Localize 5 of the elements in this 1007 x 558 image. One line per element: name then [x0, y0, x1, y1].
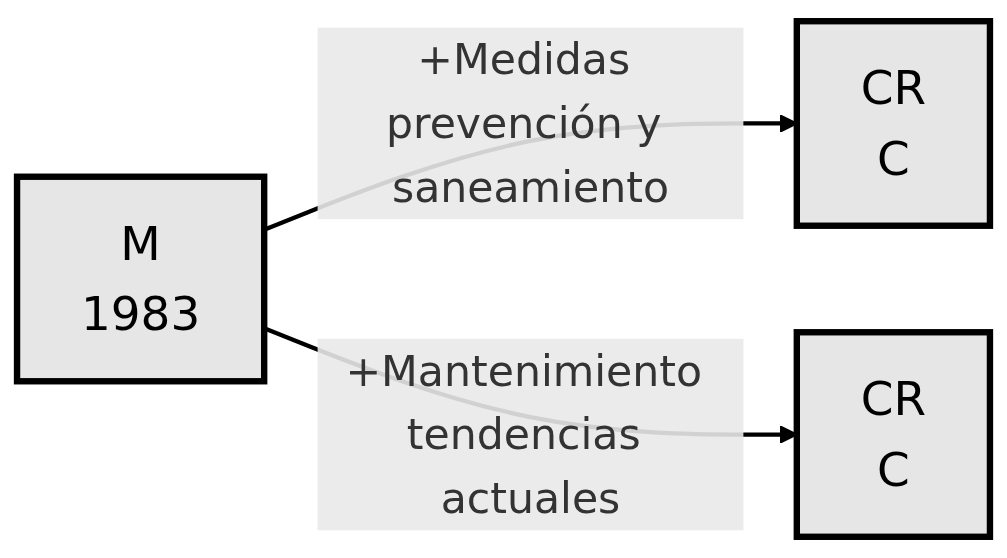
- edge-label: +Medidas prevención y saneamiento: [386, 33, 669, 213]
- edge-label: +Mantenimiento tendencias actuales: [345, 345, 703, 525]
- node-box: CR C: [793, 329, 994, 540]
- node-box: CR C: [793, 18, 994, 229]
- node-box: M 1983: [13, 173, 268, 385]
